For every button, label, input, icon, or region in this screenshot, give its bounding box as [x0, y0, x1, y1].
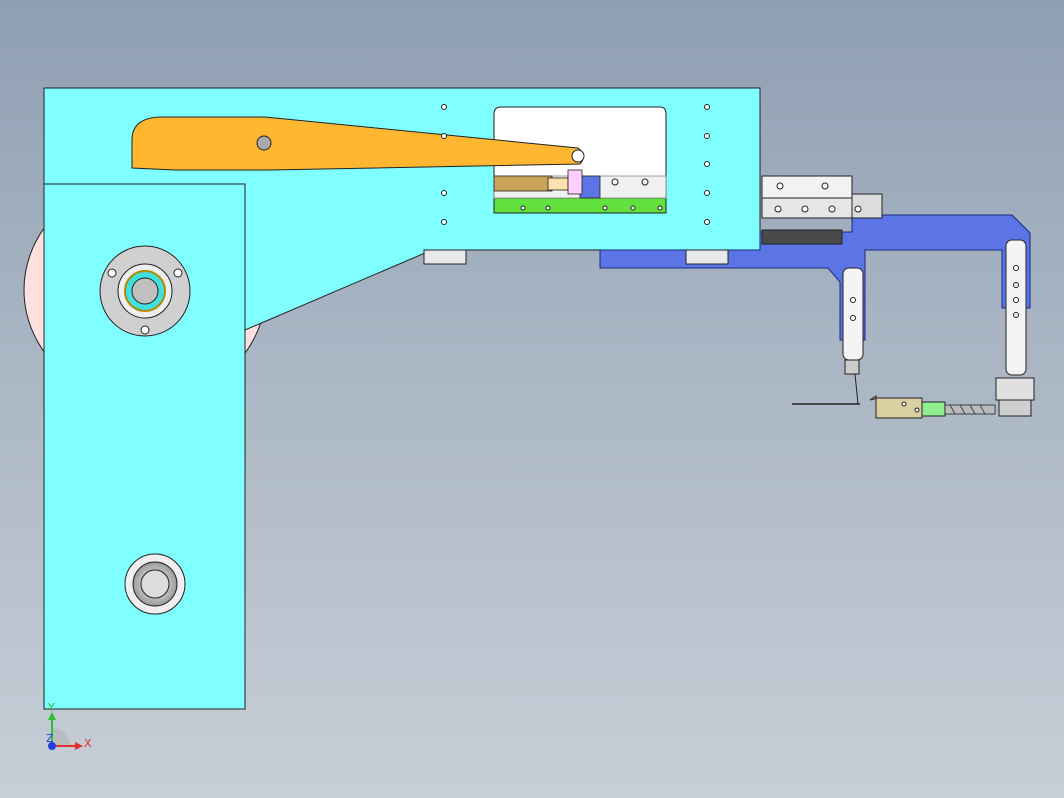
triad-y-label: Y — [47, 701, 55, 714]
lever-tip-pin-icon — [571, 149, 585, 163]
frame-holes — [441, 104, 710, 225]
right-hanger — [995, 239, 1035, 417]
coordinate-triad: Y X Z — [46, 701, 92, 750]
triad-y-arrow-icon — [48, 712, 56, 720]
triad-z-icon — [48, 742, 56, 750]
green-slide-plate — [493, 197, 667, 214]
frame-feet — [423, 249, 729, 265]
triad-z-label: Z — [46, 732, 54, 745]
triad-x-arrow-icon — [75, 742, 83, 750]
triad-shade — [52, 728, 70, 746]
linear-slide — [761, 175, 883, 245]
cylinder-rod — [493, 175, 553, 192]
lower-ball-bearing — [124, 553, 186, 615]
left-hanger — [792, 267, 864, 405]
triad-x-label: X — [84, 737, 92, 750]
lever-pivot-icon — [256, 135, 272, 151]
clevis — [567, 169, 583, 195]
gripper-assembly — [869, 395, 996, 419]
lever-arm — [131, 116, 585, 171]
upper-bearing — [99, 245, 191, 337]
